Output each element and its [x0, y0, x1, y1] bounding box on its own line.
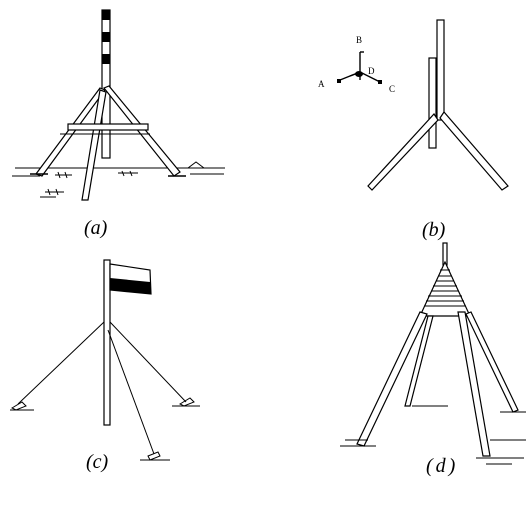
panel-d-leg-front-right [457, 311, 491, 457]
label-A: A [318, 79, 325, 89]
panel-a-leg-front [81, 89, 107, 201]
panel-c-wire-right [109, 321, 187, 403]
panel-c-anchors [10, 397, 200, 461]
panel-a-pole-stripe-1 [102, 10, 110, 20]
caption-c: (c) [86, 451, 109, 473]
panel-d-pyramid-signal [340, 242, 526, 465]
panel-c-wire-left [17, 321, 105, 405]
panel-d-leg-back-left [404, 315, 434, 407]
panel-a-leg-left [35, 87, 106, 177]
panel-d-leg-back-right [465, 311, 519, 413]
panel-a-tripod-signal [12, 9, 225, 201]
panel-d-ground-lines [340, 405, 526, 465]
panel-b-post-short [428, 57, 437, 149]
panel-a-leg-right [103, 85, 181, 177]
caption-d: (d) [426, 455, 458, 477]
panel-b-leg-right [439, 111, 509, 191]
panel-a-pole-stripe-2 [102, 32, 110, 42]
panel-c-flag-band [110, 278, 151, 294]
caption-a: (a) [84, 217, 108, 239]
panel-a-pole-stripe-3 [102, 54, 110, 64]
panel-b-post-signal: B D A C [318, 19, 509, 191]
panel-c-wire-front [107, 329, 155, 455]
panel-a-ground-marks [40, 161, 205, 198]
panel-d-slats [424, 269, 466, 307]
panel-b-post-tall [436, 19, 445, 121]
panel-b-inset-detail [337, 51, 382, 84]
panel-d-pyramid-head [419, 260, 471, 317]
panel-c-pole [103, 259, 111, 426]
label-D: D [368, 66, 375, 76]
panel-a-brace [67, 123, 149, 131]
label-B: B [356, 35, 362, 45]
panel-b-leg-left [367, 113, 439, 191]
label-C: C [389, 84, 395, 94]
panel-c-flag-signal [10, 259, 200, 461]
caption-b: (b) [422, 219, 446, 241]
